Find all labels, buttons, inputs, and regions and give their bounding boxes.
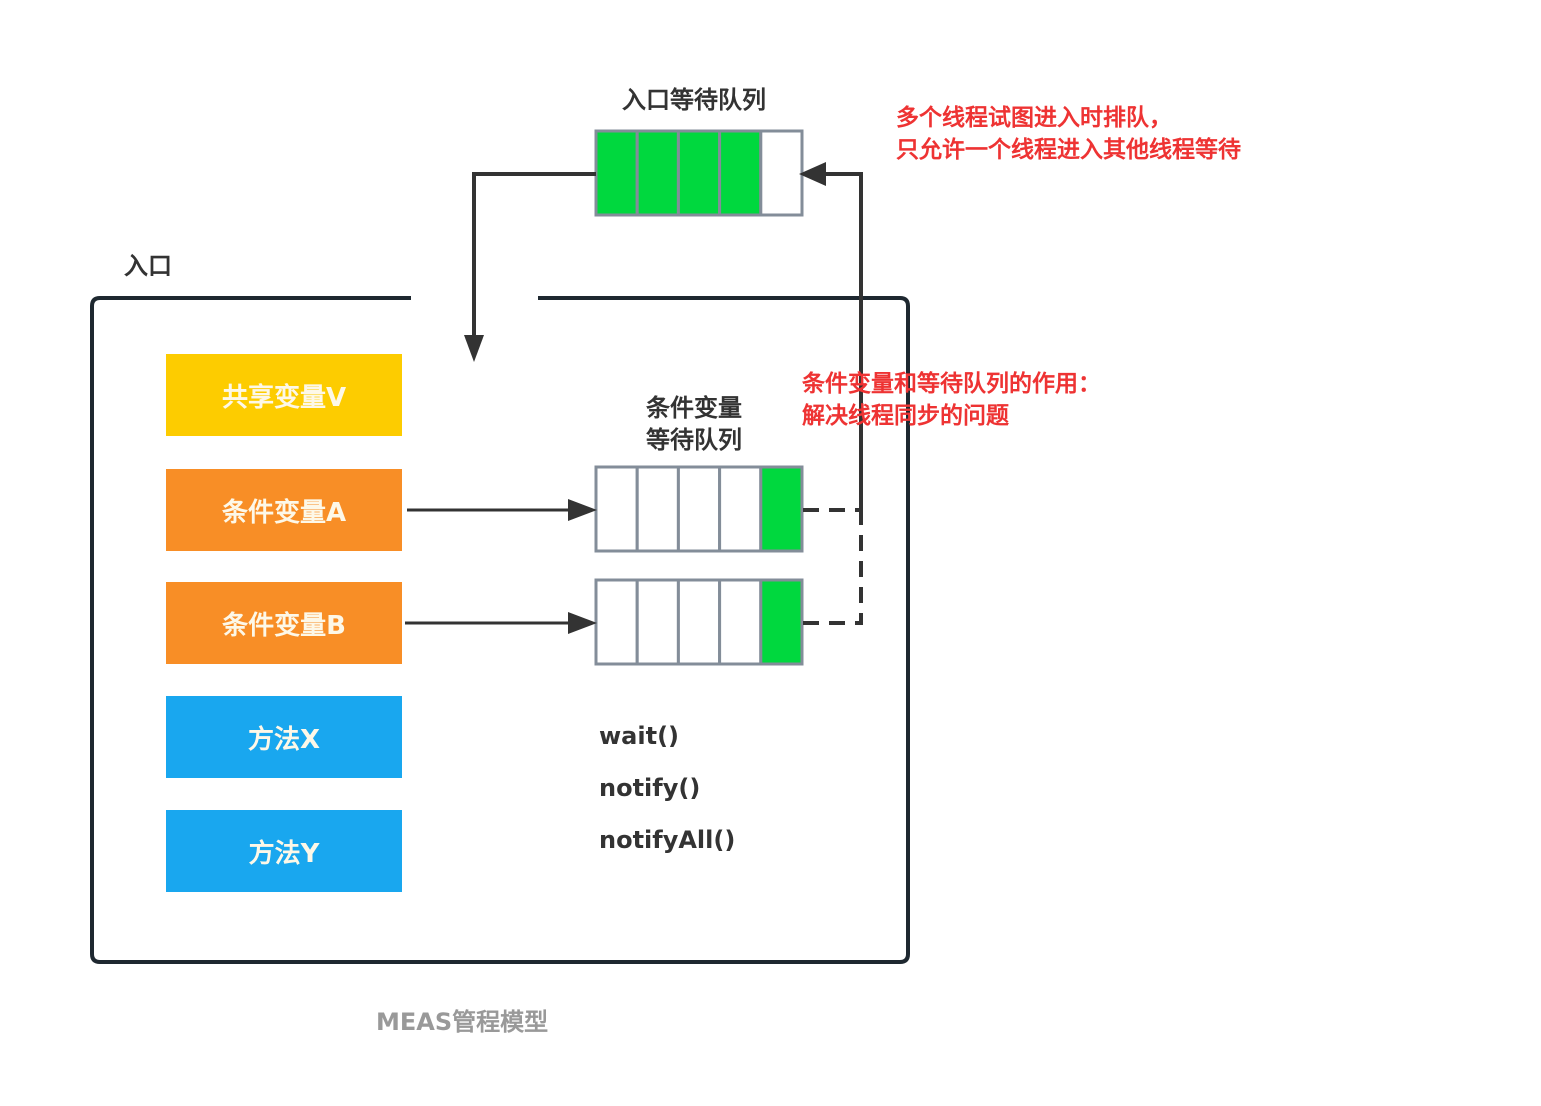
entry-arrow-head bbox=[464, 335, 484, 362]
queue-slot-occupied bbox=[594, 129, 639, 217]
entry-queue bbox=[594, 129, 804, 217]
return-arrow-head bbox=[799, 162, 826, 186]
queue-slot-empty bbox=[718, 578, 763, 666]
box-label: 条件变量B bbox=[222, 610, 346, 641]
method-y: 方法Y bbox=[166, 810, 402, 892]
condition-variable-a: 条件变量A bbox=[166, 469, 402, 551]
queue-slot-occupied bbox=[759, 578, 804, 666]
queue-slot-empty bbox=[759, 129, 804, 217]
entry-arrow bbox=[472, 172, 596, 335]
entry-note-line1: 多个线程试图进入时排队， bbox=[896, 105, 1172, 131]
shared-variable-v: 共享变量V bbox=[166, 354, 402, 436]
box-label: 方法Y bbox=[248, 838, 320, 869]
box-label: 方法X bbox=[247, 724, 321, 755]
condition-queue-title-line1: 条件变量 bbox=[646, 394, 742, 422]
condition-queue-title-line2: 等待队列 bbox=[646, 426, 742, 454]
cond-a-arrow-head bbox=[568, 499, 597, 521]
condition-queue-a bbox=[594, 465, 804, 553]
queue-slot-empty bbox=[594, 578, 639, 666]
entry-label: 入口 bbox=[124, 252, 172, 280]
method-wait: wait() bbox=[599, 722, 680, 750]
queue-slot-occupied bbox=[759, 465, 804, 553]
box-label: 条件变量A bbox=[221, 497, 347, 528]
condition-variable-b: 条件变量B bbox=[166, 582, 402, 664]
queue-slot-empty bbox=[635, 465, 680, 553]
queue-slot-empty bbox=[676, 578, 722, 666]
queue-slot-empty bbox=[718, 465, 763, 553]
queue-slot-empty bbox=[594, 465, 639, 553]
entry-note-line2: 只允许一个线程进入其他线程等待 bbox=[896, 137, 1241, 163]
queue-slot-occupied bbox=[635, 129, 680, 217]
return-arrow bbox=[826, 172, 863, 510]
box-label: 共享变量V bbox=[221, 382, 347, 413]
cond-b-arrow-head bbox=[568, 612, 597, 634]
queue-slot-occupied bbox=[718, 129, 763, 217]
queue-slot-empty bbox=[635, 578, 680, 666]
cond-note: 条件变量和等待队列的作用： 解决线程同步的问题 bbox=[802, 368, 1101, 432]
queue-slot-empty bbox=[676, 465, 722, 553]
method-x: 方法X bbox=[166, 696, 402, 778]
condition-queue-title: 条件变量 等待队列 bbox=[646, 392, 742, 456]
cond-note-line2: 解决线程同步的问题 bbox=[802, 403, 1009, 429]
cond-note-line1: 条件变量和等待队列的作用： bbox=[802, 371, 1101, 397]
queue-slot-occupied bbox=[676, 129, 722, 217]
entry-queue-title: 入口等待队列 bbox=[622, 86, 766, 114]
method-notify-all: notifyAll() bbox=[599, 826, 736, 854]
monitor-boundary bbox=[90, 296, 910, 964]
entry-note: 多个线程试图进入时排队， 只允许一个线程进入其他线程等待 bbox=[896, 102, 1241, 166]
condition-queue-b bbox=[594, 578, 804, 666]
cond-dashed-link bbox=[803, 508, 863, 625]
method-notify: notify() bbox=[599, 774, 701, 802]
diagram-caption: MEAS管程模型 bbox=[376, 1008, 549, 1036]
